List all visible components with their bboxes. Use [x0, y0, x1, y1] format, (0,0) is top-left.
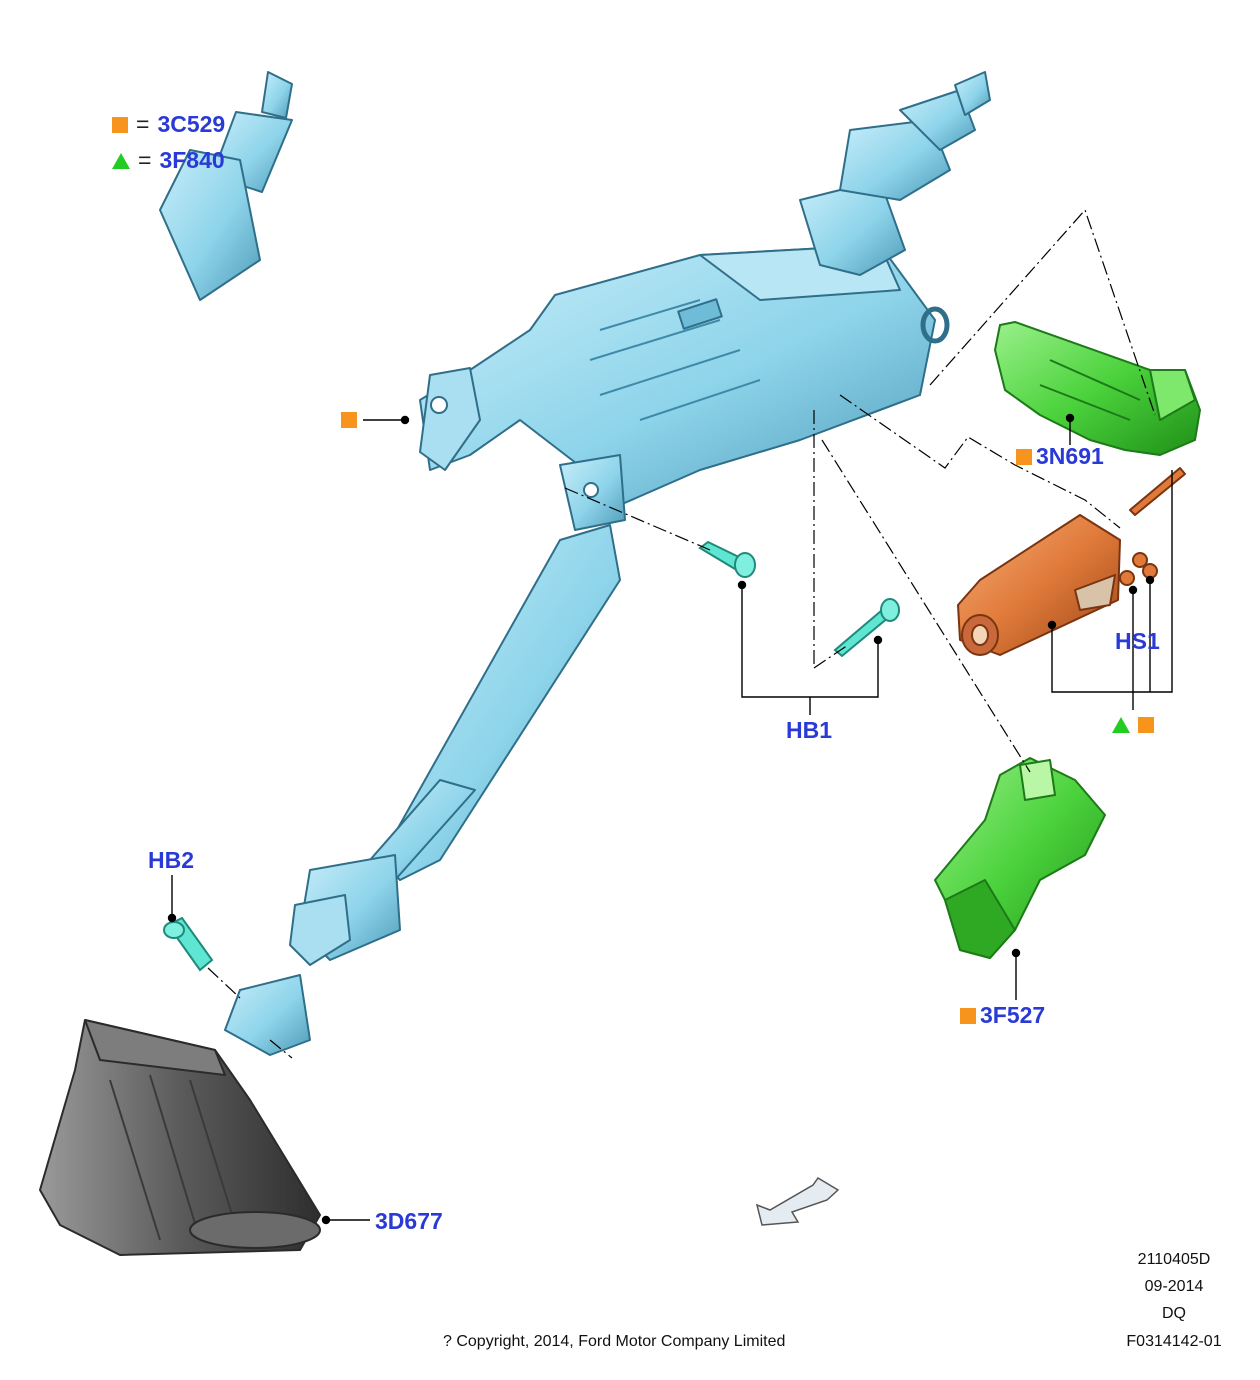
- callout-hb2: HB2: [148, 847, 195, 873]
- cover-3n691: [994, 321, 1201, 456]
- callout-3n691: 3N691: [1016, 445, 1104, 468]
- legend-item-3f840: = 3F840: [112, 147, 225, 174]
- green-triangle-icon: [1112, 717, 1130, 733]
- illustration-id: 2110405D: [1137, 1251, 1211, 1268]
- callout-label: 3N691: [1036, 443, 1104, 469]
- illustration-code: DQ: [1162, 1305, 1186, 1322]
- callout-3d677: 3D677: [375, 1208, 443, 1234]
- direction-arrow: [755, 1177, 840, 1226]
- figure-number: F0314142-01: [1126, 1333, 1222, 1350]
- legend-code: 3C529: [157, 111, 226, 137]
- green-triangle-icon: [112, 152, 130, 169]
- legend-equals: =: [138, 147, 152, 173]
- orange-square-icon: [1016, 448, 1032, 465]
- assembly-lines: [207, 208, 1156, 1059]
- leader-lines: [167, 413, 1173, 1225]
- steering-column-assembly: [159, 71, 991, 1056]
- bolt-hb2: [163, 916, 214, 972]
- orange-square-icon: [1138, 717, 1154, 733]
- steering-boot-3d677: [39, 1019, 321, 1256]
- module-3f527: [934, 757, 1106, 959]
- legend-code: 3F840: [159, 147, 225, 173]
- callout-hb1: HB1: [786, 717, 833, 743]
- legend-item-3c529: = 3C529: [112, 111, 225, 138]
- hs1-markers: [1112, 717, 1154, 733]
- motor-assembly-hs1: [957, 467, 1186, 656]
- callout-3f527: 3F527: [960, 1004, 1045, 1027]
- orange-square-icon: [960, 1007, 976, 1024]
- callout-hs1: HS1: [1115, 628, 1160, 654]
- illustration-date: 09-2014: [1144, 1278, 1204, 1295]
- bolts-hb1: [698, 540, 900, 658]
- orange-square-icon: [341, 412, 357, 428]
- copyright-notice: ? Copyright, 2014, Ford Motor Company Li…: [443, 1333, 786, 1350]
- orange-square-icon: [112, 116, 128, 133]
- callout-label: 3F527: [980, 1002, 1046, 1028]
- legend-equals: =: [136, 111, 150, 137]
